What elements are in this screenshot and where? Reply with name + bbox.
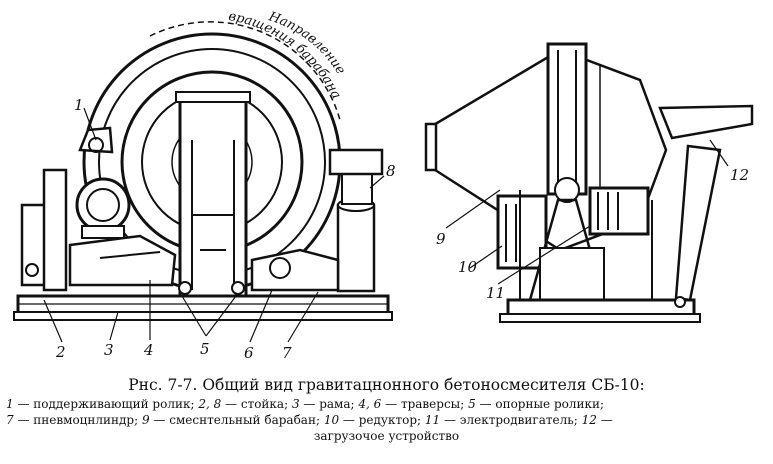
legend-text: — электродвигатель;: [440, 413, 582, 427]
label-3: 3: [104, 341, 114, 359]
legend-num: 11: [424, 413, 441, 427]
legend-tail: загрузочое устройство: [313, 429, 460, 443]
legend-num: 10: [323, 413, 340, 427]
legend-text: — редуктор;: [339, 413, 425, 427]
legend-num: 1: [6, 397, 14, 411]
legend-num: 2, 8: [198, 397, 222, 411]
legend-text: — траверсы;: [381, 397, 469, 411]
traverse-6: [250, 248, 340, 292]
legend-num: 3: [291, 397, 300, 411]
legend-text: — стойка;: [221, 397, 292, 411]
right-stand: [328, 148, 384, 176]
central-frame: [178, 94, 248, 298]
caption-legend: 1 — поддерживающий ролик; 2, 8 — стойка;…: [6, 396, 767, 444]
legend-num: 5: [468, 397, 476, 411]
label-5: 5: [200, 340, 210, 358]
legend-text: — опорные ролики;: [475, 397, 605, 411]
support-roller: [178, 281, 192, 295]
legend-num: 4, 6: [358, 397, 382, 411]
leader-lines: [43, 107, 729, 343]
legend-num: 7: [6, 413, 14, 427]
label-10: 10: [458, 258, 478, 276]
legend-text: — рама;: [299, 397, 359, 411]
legend-text: —: [596, 413, 613, 427]
label-12: 12: [730, 166, 749, 184]
loading-device: [658, 104, 754, 140]
label-6: 6: [244, 344, 254, 362]
label-9: 9: [436, 230, 446, 248]
pneumatic-cylinder: [336, 203, 376, 293]
figure-caption: Рнс. 7-7. Общий вид гравитацнонного бето…: [0, 374, 773, 444]
legend-num: 12: [581, 413, 597, 427]
traverse-4: [68, 234, 177, 287]
legend-text: — поддерживающий ролик;: [13, 397, 199, 411]
motor-housing: [75, 177, 131, 233]
right-view: [424, 42, 754, 323]
label-11: 11: [486, 284, 505, 302]
caption-title: Рнс. 7-7. Общий вид гравитацнонного бето…: [128, 376, 645, 394]
label-8: 8: [386, 162, 396, 180]
rotation-direction-line1: Направление: [266, 9, 348, 77]
technical-drawing: Направление вращения барабана 1 2 3 4 5 …: [13, 9, 754, 362]
label-1: 1: [74, 96, 84, 114]
left-view: [13, 21, 393, 321]
label-7: 7: [282, 344, 292, 362]
label-4: 4: [143, 341, 154, 359]
label-2: 2: [55, 343, 66, 361]
legend-text: — смеснтельный барабан;: [149, 413, 324, 427]
legend-text: — пневмоцнлиндр;: [13, 413, 142, 427]
central-upright: [546, 42, 588, 196]
legend-num: 9: [141, 413, 150, 427]
